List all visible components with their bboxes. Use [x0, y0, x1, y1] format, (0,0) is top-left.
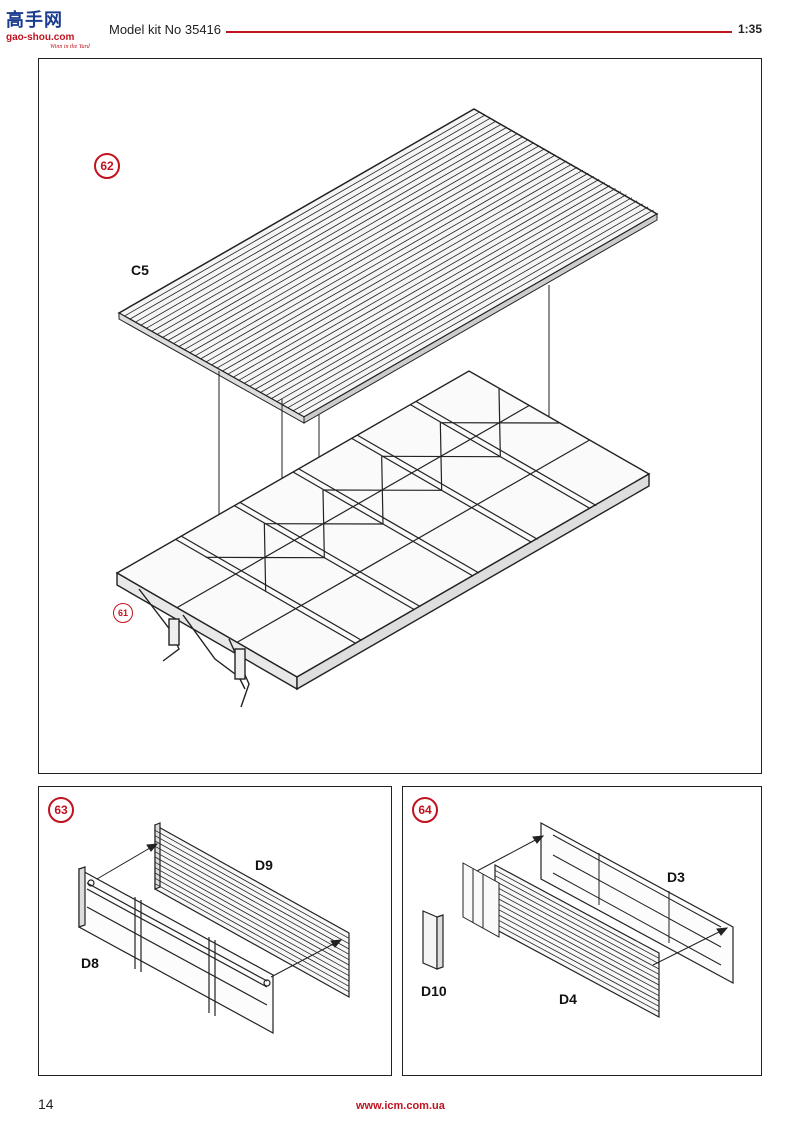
step-64-panel: 64 D3 D10 D4	[402, 786, 762, 1076]
kit-title: Model kit No 35416	[109, 22, 222, 37]
step-62-drawing	[115, 108, 659, 708]
step-62-badge: 62	[94, 153, 120, 179]
rear-post-stack	[462, 862, 500, 938]
website-link[interactable]: www.icm.com.ua	[356, 1100, 445, 1112]
step-63-badge: 63	[48, 797, 74, 823]
end-post-d10	[422, 910, 444, 970]
deck-panel-c5	[117, 108, 659, 424]
header-rule	[226, 31, 732, 33]
step-62-panel: 62 C5 61	[38, 58, 762, 774]
step-63-panel: 63 D9 D8	[38, 786, 392, 1076]
step-63-arrows	[96, 843, 343, 978]
logo-tagline: Winn in the Yard	[50, 44, 90, 50]
page-number: 14	[38, 1096, 54, 1112]
step-64-badge: 64	[412, 797, 438, 823]
scale-label: 1:35	[737, 22, 762, 36]
frame-panel-d8	[78, 866, 274, 1035]
step-63-drawing	[78, 822, 350, 1035]
part-label-c5: C5	[131, 262, 149, 278]
step-61-reference-badge: 61	[113, 603, 133, 623]
page-header: 高手网 gao-shou.com Winn in the Yard Model …	[0, 0, 800, 52]
logo-site-text: gao-shou.com	[6, 32, 75, 43]
side-panel-d4	[494, 863, 660, 1019]
logo-chinese-text: 高手网	[6, 10, 63, 31]
chassis-frame	[115, 370, 651, 708]
step-64-drawing	[422, 821, 734, 1019]
part-label-d10: D10	[421, 983, 447, 999]
part-label-d3: D3	[667, 869, 685, 885]
part-label-d4: D4	[559, 991, 577, 1007]
brand-logo[interactable]: 高手网 gao-shou.com Winn in the Yard	[6, 6, 98, 50]
part-label-d9: D9	[255, 857, 273, 873]
frame-panel-d3	[540, 821, 734, 985]
step-64-arrows	[476, 835, 729, 966]
part-label-d8: D8	[81, 955, 99, 971]
